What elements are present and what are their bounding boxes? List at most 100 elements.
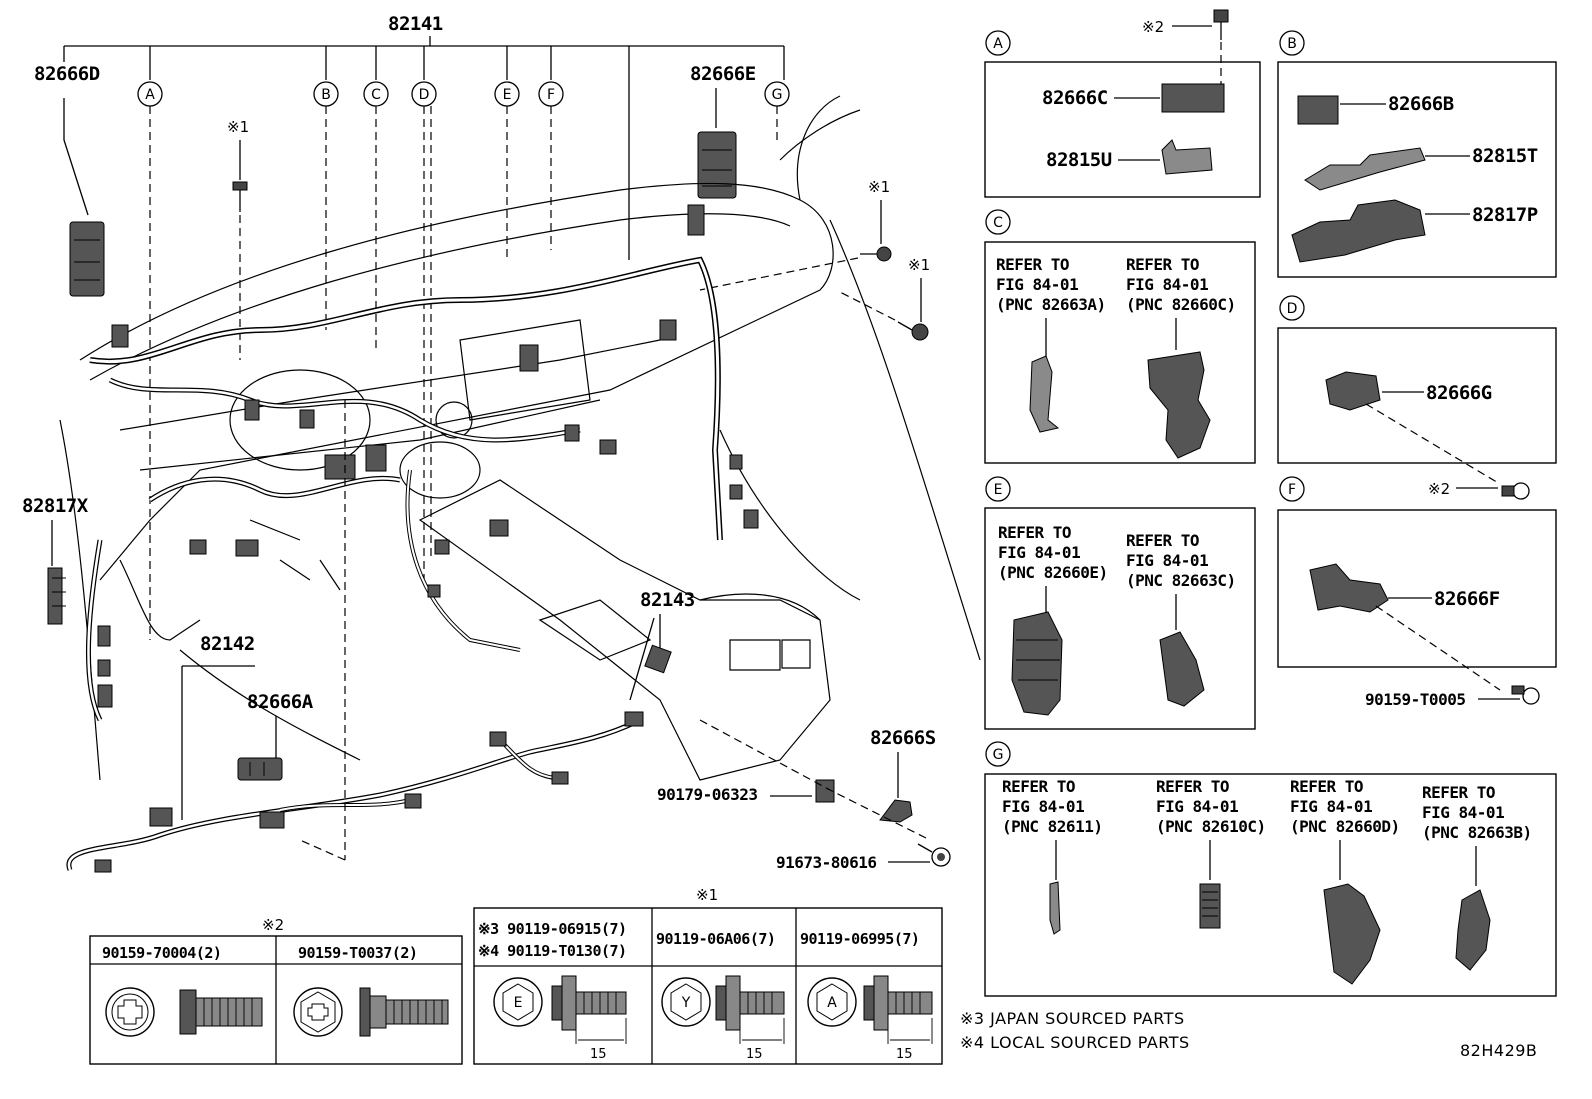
callout-e: E: [494, 81, 520, 107]
fastener-table-1-group: ※1: [696, 886, 718, 904]
inset-f-bolt-label: 90159-T0005: [1365, 690, 1465, 709]
callout-b: B: [313, 81, 339, 107]
inset-g: G REFER TO FIG 84-01 (PNC 82611) REFER T…: [984, 741, 1557, 997]
inset-e-ref-1-line2: FIG 84-01: [998, 543, 1080, 562]
screw-symbol-1: ※1: [227, 118, 249, 136]
inset-f-label: 82666F: [1434, 588, 1500, 610]
screw-symbol-2: ※1: [868, 178, 890, 196]
inset-g-ref-1-line3: (PNC 82611): [1002, 817, 1102, 836]
screw-icon: [860, 246, 892, 262]
label-82666s: 82666S: [870, 727, 936, 749]
leader-82666d: [63, 98, 89, 216]
inset-e-part-1: [1011, 611, 1063, 716]
bolt-icon: [917, 843, 951, 867]
label-82666a: 82666A: [247, 691, 314, 713]
label-91673-80616: 91673-80616: [776, 853, 876, 872]
fastener-table-1-col1-a: ※3 90119-06915(7): [478, 920, 627, 938]
inset-g-ref-2-line2: FIG 84-01: [1156, 797, 1238, 816]
svg-text:D: D: [419, 87, 430, 103]
inset-d-part: [1325, 371, 1381, 411]
fastener-table-1-col3: 90119-06995(7): [800, 930, 919, 948]
dimension-label-3: 15: [896, 1047, 913, 1062]
svg-text:B: B: [321, 87, 331, 103]
note-japan-sourced: ※3 JAPAN SOURCED PARTS: [960, 1009, 1185, 1028]
fastener-table-1-col1-b: ※4 90119-T0130(7): [478, 942, 627, 960]
bolt-head-y-letter: Y: [681, 995, 691, 1011]
inset-g-ref-3-line2: FIG 84-01: [1290, 797, 1372, 816]
inset-e-ref-2-line2: FIG 84-01: [1126, 551, 1208, 570]
inset-g-ref-3-line1: REFER TO: [1290, 777, 1363, 796]
main-illustration: 82141 A B C D E F G: [22, 13, 981, 873]
inset-b-part-3: [1291, 199, 1426, 263]
bolt-side-icon: [863, 975, 933, 1044]
fastener-table-1-col2: 90119-06A06(7): [656, 930, 775, 948]
bolt-head-a-icon: A: [807, 977, 857, 1027]
inset-g-ref-4-line2: FIG 84-01: [1422, 803, 1504, 822]
inset-g-ref-1-line1: REFER TO: [1002, 777, 1075, 796]
harness-82142-wiring: [66, 711, 644, 873]
bolt-head-e-letter: E: [514, 995, 523, 1011]
inset-c-ref-2-line1: REFER TO: [1126, 255, 1199, 274]
inset-b-label-2: 82815T: [1472, 145, 1538, 167]
harness-82141-wiring: [85, 204, 759, 722]
inset-e-ref-1-line3: (PNC 82660E): [998, 563, 1108, 582]
label-82142: 82142: [200, 633, 255, 655]
label-90179-06323: 90179-06323: [657, 785, 757, 804]
inset-a-part-1: [1161, 83, 1225, 113]
inset-c-letter: C: [993, 215, 1003, 231]
inset-d: D 82666G ※2: [1277, 295, 1557, 500]
screw-icon: [232, 181, 248, 212]
inset-e-ref-2-line1: REFER TO: [1126, 531, 1199, 550]
inset-b-part-1: [1297, 95, 1339, 125]
screw-icon: [1213, 9, 1229, 40]
bracket-82666a-part: [237, 757, 283, 781]
inset-f-part: [1309, 563, 1389, 613]
inset-c-ref-2-line3: (PNC 82660C): [1126, 295, 1236, 314]
inset-d-label: 82666G: [1426, 382, 1492, 404]
callout-leader-lines: [149, 106, 778, 640]
inset-a-letter: A: [993, 36, 1003, 52]
inset-g-ref-4-line1: REFER TO: [1422, 783, 1495, 802]
fastener-table-2-group: ※2: [262, 916, 284, 934]
inset-e-letter: E: [994, 482, 1003, 498]
inset-b-label-3: 82817P: [1472, 204, 1538, 226]
screw-icon: [897, 321, 929, 341]
inset-g-ref-2-line3: (PNC 82610C): [1156, 817, 1266, 836]
figure-id: 82H429B: [1460, 1041, 1537, 1060]
inset-d-letter: D: [1287, 301, 1298, 317]
screw-head-cross-icon: [105, 987, 155, 1037]
inset-e: E REFER TO FIG 84-01 (PNC 82660E) REFER …: [984, 476, 1256, 730]
inset-f-letter: F: [1288, 482, 1296, 498]
label-82817x: 82817X: [22, 495, 89, 517]
inset-g-ref-4-line3: (PNC 82663B): [1422, 823, 1532, 842]
fastener-table-2-col1: 90159-70004(2): [102, 944, 221, 962]
svg-text:G: G: [772, 87, 783, 103]
label-82141: 82141: [388, 13, 443, 35]
label-82666e: 82666E: [690, 63, 756, 85]
harness-82143-part: [644, 644, 672, 674]
inset-e-part-2: [1159, 631, 1205, 707]
inset-b: B 82666B 82815T 82817P: [1277, 30, 1557, 278]
inset-c-part-2: [1147, 351, 1211, 459]
label-82666d: 82666D: [34, 63, 100, 85]
bracket-82666e-part: [697, 131, 737, 199]
bolt-head-hex-icon: [293, 987, 343, 1037]
dimension-label-2: 15: [746, 1047, 763, 1062]
fastener-table-2-col2: 90159-T0037(2): [298, 944, 417, 962]
inset-c-ref-1-line3: (PNC 82663A): [996, 295, 1106, 314]
inset-b-part-2: [1304, 147, 1426, 191]
label-82141-leaders: [63, 36, 785, 260]
bolt-head-a-letter: A: [827, 995, 837, 1011]
inset-g-part-3: [1323, 883, 1381, 985]
inset-g-part-1: [1049, 881, 1061, 935]
inset-a: A ※2 82666C 82815U: [984, 9, 1261, 198]
callout-c: C: [363, 81, 389, 107]
note-local-sourced: ※4 LOCAL SOURCED PARTS: [960, 1033, 1190, 1052]
inset-a-label-2: 82815U: [1046, 149, 1112, 171]
inset-g-part-4: [1455, 889, 1491, 971]
fastener-table-2: ※2 90159-70004(2) 90159-T0037(2): [89, 916, 463, 1065]
callout-g: G: [764, 81, 790, 107]
inset-a-label-1: 82666C: [1042, 87, 1108, 109]
fastener-table-1: ※1 ※3 90119-06915(7) ※4 90119-T0130(7) 9…: [473, 886, 943, 1065]
